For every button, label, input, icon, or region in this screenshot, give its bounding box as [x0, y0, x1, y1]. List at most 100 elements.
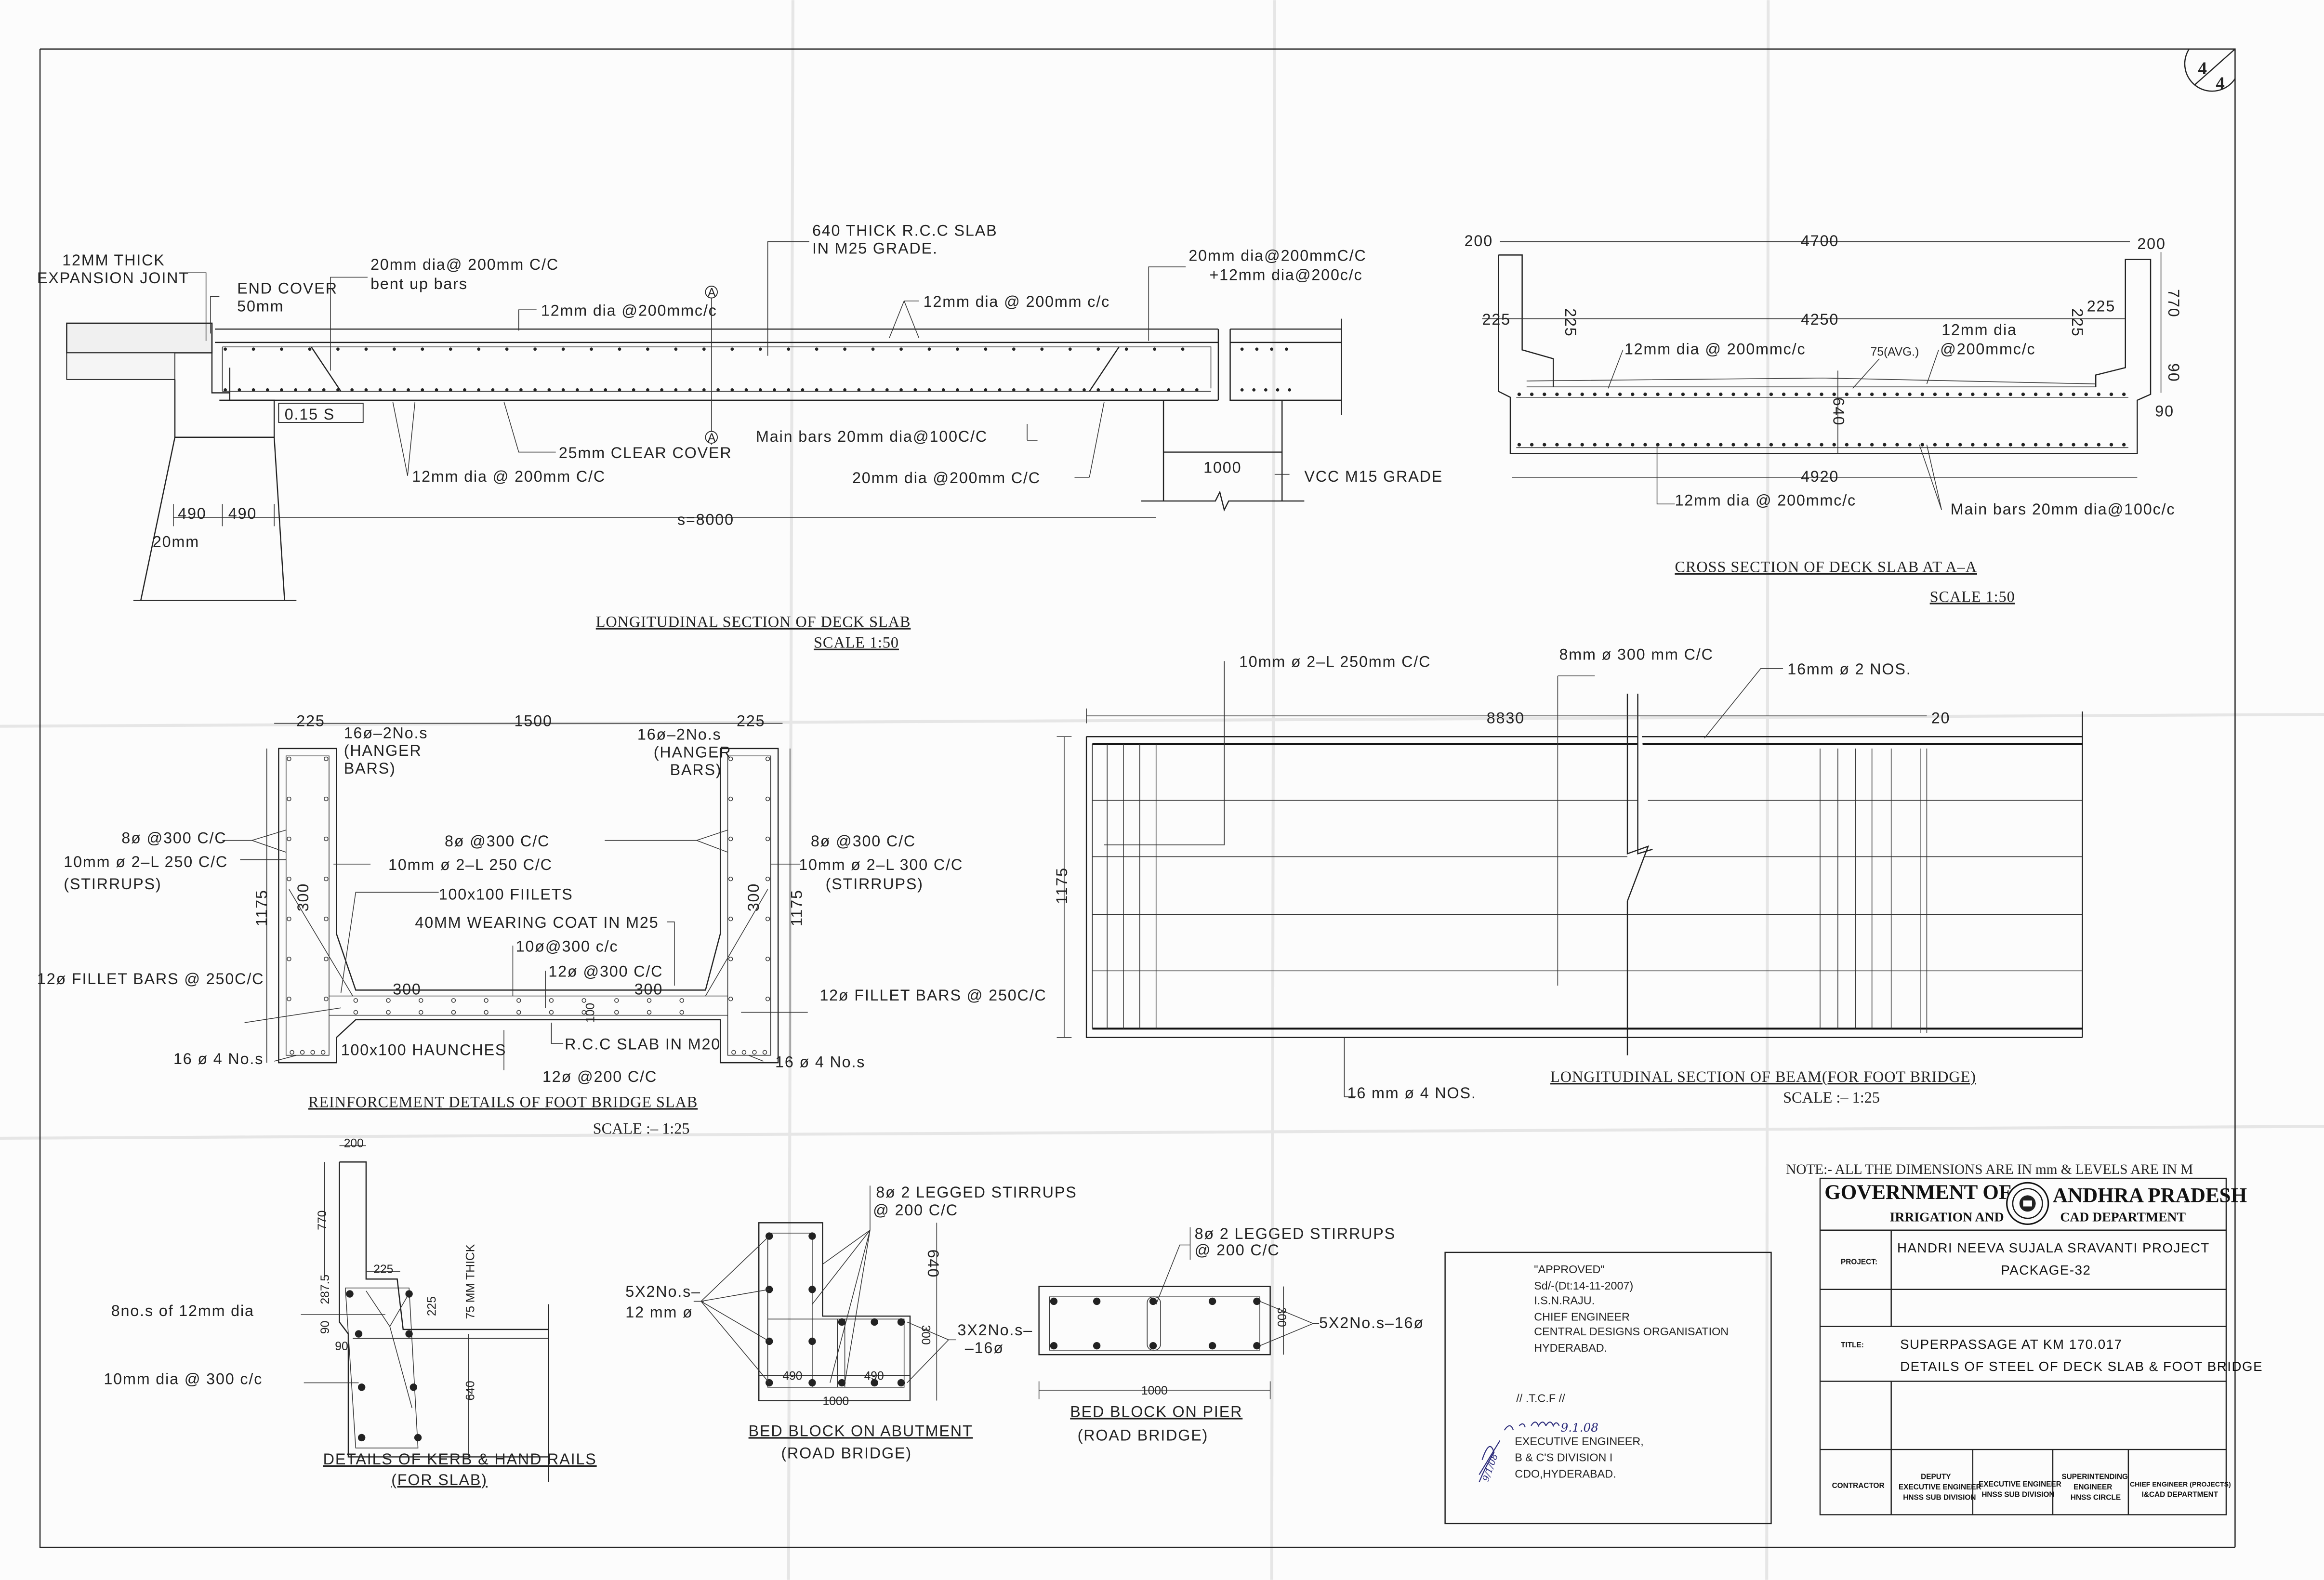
rebar-dot — [1040, 388, 1044, 392]
rebar-dot — [1731, 443, 1735, 447]
label-hanger-right-2: (HANGER — [654, 743, 732, 761]
rebar-dot — [1110, 388, 1114, 392]
label-bottom-bars-left: 16 ø 4 No.s — [173, 1050, 264, 1067]
approval-line: "APPROVED" — [1534, 1263, 1604, 1276]
dim-490-left: 490 — [782, 1369, 802, 1382]
rebar-dot — [1181, 347, 1185, 351]
rebar-dot — [885, 388, 889, 392]
signature — [1504, 1422, 1560, 1431]
dim-beam-length: 8830 — [1487, 710, 1525, 727]
rebar-dot — [688, 388, 692, 392]
dim-kerb-height-left: 225 — [1562, 308, 1579, 337]
label-stirrups: 8ø 2 LEGGED STIRRUPS — [1195, 1225, 1396, 1242]
dim-clear-width: 4700 — [1801, 232, 1839, 250]
label-bearing: 0.15 S — [285, 406, 335, 423]
rebar-dot — [287, 916, 291, 922]
rebar-dot — [1996, 392, 2000, 396]
signatory-se: SUPERINTENDING — [2061, 1473, 2128, 1481]
rebar-dot — [324, 796, 329, 802]
rebar-dot — [1605, 392, 1610, 396]
rebar-dot — [590, 388, 593, 392]
rebar-dot — [1958, 392, 1962, 396]
rebar-dot — [1270, 347, 1274, 351]
rebar-dot — [516, 998, 521, 1003]
rebar-dot — [1153, 347, 1157, 351]
rebar-dot — [1631, 443, 1635, 447]
rebar-dot — [2072, 443, 2075, 447]
rebar-dot — [280, 388, 283, 392]
dim-end-20: 20 — [1931, 710, 1951, 727]
dim-rail-height: 770 — [316, 1211, 329, 1230]
rebar-dot — [765, 796, 770, 802]
rebar-dot — [899, 347, 903, 351]
dim-span: s=8000 — [677, 511, 734, 528]
rebar-dot — [2034, 443, 2038, 447]
rebar-dot — [364, 388, 368, 392]
section-mark-top: A — [705, 286, 718, 300]
rebar-dot — [350, 388, 354, 392]
label-end-bars: 20mm dia@200mmC/C — [1188, 247, 1366, 264]
abutment-rebars — [766, 1232, 905, 1387]
rebar-dot — [1857, 443, 1862, 447]
rebar-dot — [547, 388, 551, 392]
label-horizontal-bars: 3X2No.s– — [957, 1321, 1033, 1339]
title-line-1: SUPERPASSAGE AT KM 170.017 — [1900, 1337, 2122, 1352]
label-main-bars: Main bars 20mm dia@100c/c — [1951, 500, 2176, 518]
dim-640: 640 — [924, 1250, 942, 1278]
rebar-dot — [614, 1010, 619, 1015]
rebar-dot — [1782, 443, 1786, 447]
rebar-dot — [765, 756, 770, 762]
label-top-bars: 12mm dia @ 200mmc/c — [1624, 341, 1806, 358]
dim-kerb-height: 225 — [425, 1296, 438, 1316]
state-emblem-logo — [2006, 1182, 2049, 1225]
rebar-dot — [290, 1050, 294, 1055]
rebar-dot — [618, 347, 621, 351]
pier-title: BED BLOCK ON PIER — [1070, 1403, 1242, 1420]
label-stirrups-spacing: @ 200 C/C — [1195, 1241, 1280, 1259]
rebar-dot — [1240, 347, 1244, 351]
label-vertical-bars: 5X2No.s– — [625, 1283, 701, 1300]
rebar-dot — [741, 1050, 747, 1055]
rebar-dot — [1517, 443, 1521, 447]
rebar-dot — [2109, 392, 2113, 396]
rebar-dot — [1181, 388, 1185, 392]
rebar-dot — [2072, 392, 2075, 396]
signer-line: B & C'S DIVISION I — [1515, 1451, 1612, 1464]
rebar-dot — [2097, 443, 2101, 447]
rebar-dot — [1668, 392, 1672, 396]
rebar-dot — [1908, 392, 1912, 396]
label-vertical-bars-2: 12 mm ø — [625, 1304, 693, 1321]
rebar-dot — [674, 347, 678, 351]
dim-287-5: 287.5 — [319, 1275, 332, 1304]
rebar-dot — [2097, 392, 2101, 396]
rebar-dot — [310, 1050, 315, 1055]
rebar-dot — [418, 1010, 423, 1015]
bed-block-abutment: 8ø 2 LEGGED STIRRUPS @ 200 C/C 640 5X2No… — [625, 1184, 1076, 1462]
dimension-note: NOTE:- ALL THE DIMENSIONS ARE IN mm & LE… — [1786, 1162, 2193, 1177]
rebar-dot — [1026, 388, 1030, 392]
rebar-dot — [491, 388, 495, 392]
dim-300-vertical-left: 300 — [294, 883, 312, 911]
rebar-dot — [1769, 443, 1773, 447]
rebar-dot — [2084, 443, 2088, 447]
rebar-dot — [251, 347, 255, 351]
signatory-ce: I&CAD DEPARTMENT — [2142, 1491, 2218, 1499]
approval-stamp: "APPROVED" Sd/-(Dt:14-11-2007) I.S.N.RAJ… — [1444, 1251, 1772, 1525]
dim-490-right: 490 — [228, 505, 257, 522]
rebar-dot — [2008, 392, 2013, 396]
rebar-dot — [336, 347, 340, 351]
foot-bridge-slab-section: 225 1500 225 16ø–2No.s (HANGER BARS) 16ø… — [37, 712, 1046, 1137]
rebar-dot — [728, 836, 733, 842]
dim-overall-width: 4920 — [1801, 468, 1839, 485]
label-fillet-bars-left: 12ø FILLET BARS @ 250C/C — [37, 970, 264, 988]
label-slab-top-bars: 10ø@300 c/c — [516, 937, 619, 955]
rebar-dot — [728, 876, 733, 882]
pier-subtitle: (ROAD BRIDGE) — [1078, 1427, 1209, 1444]
rebar-dot — [2047, 392, 2050, 396]
dim-300-right: 300 — [634, 981, 663, 998]
label-wearing-thickness: 75 MM THICK — [464, 1244, 477, 1319]
dim-300: 300 — [919, 1325, 932, 1345]
dim-kerb-right: 225 — [2087, 297, 2115, 315]
rebar-dot — [421, 347, 424, 351]
rebar-dot — [1883, 443, 1887, 447]
